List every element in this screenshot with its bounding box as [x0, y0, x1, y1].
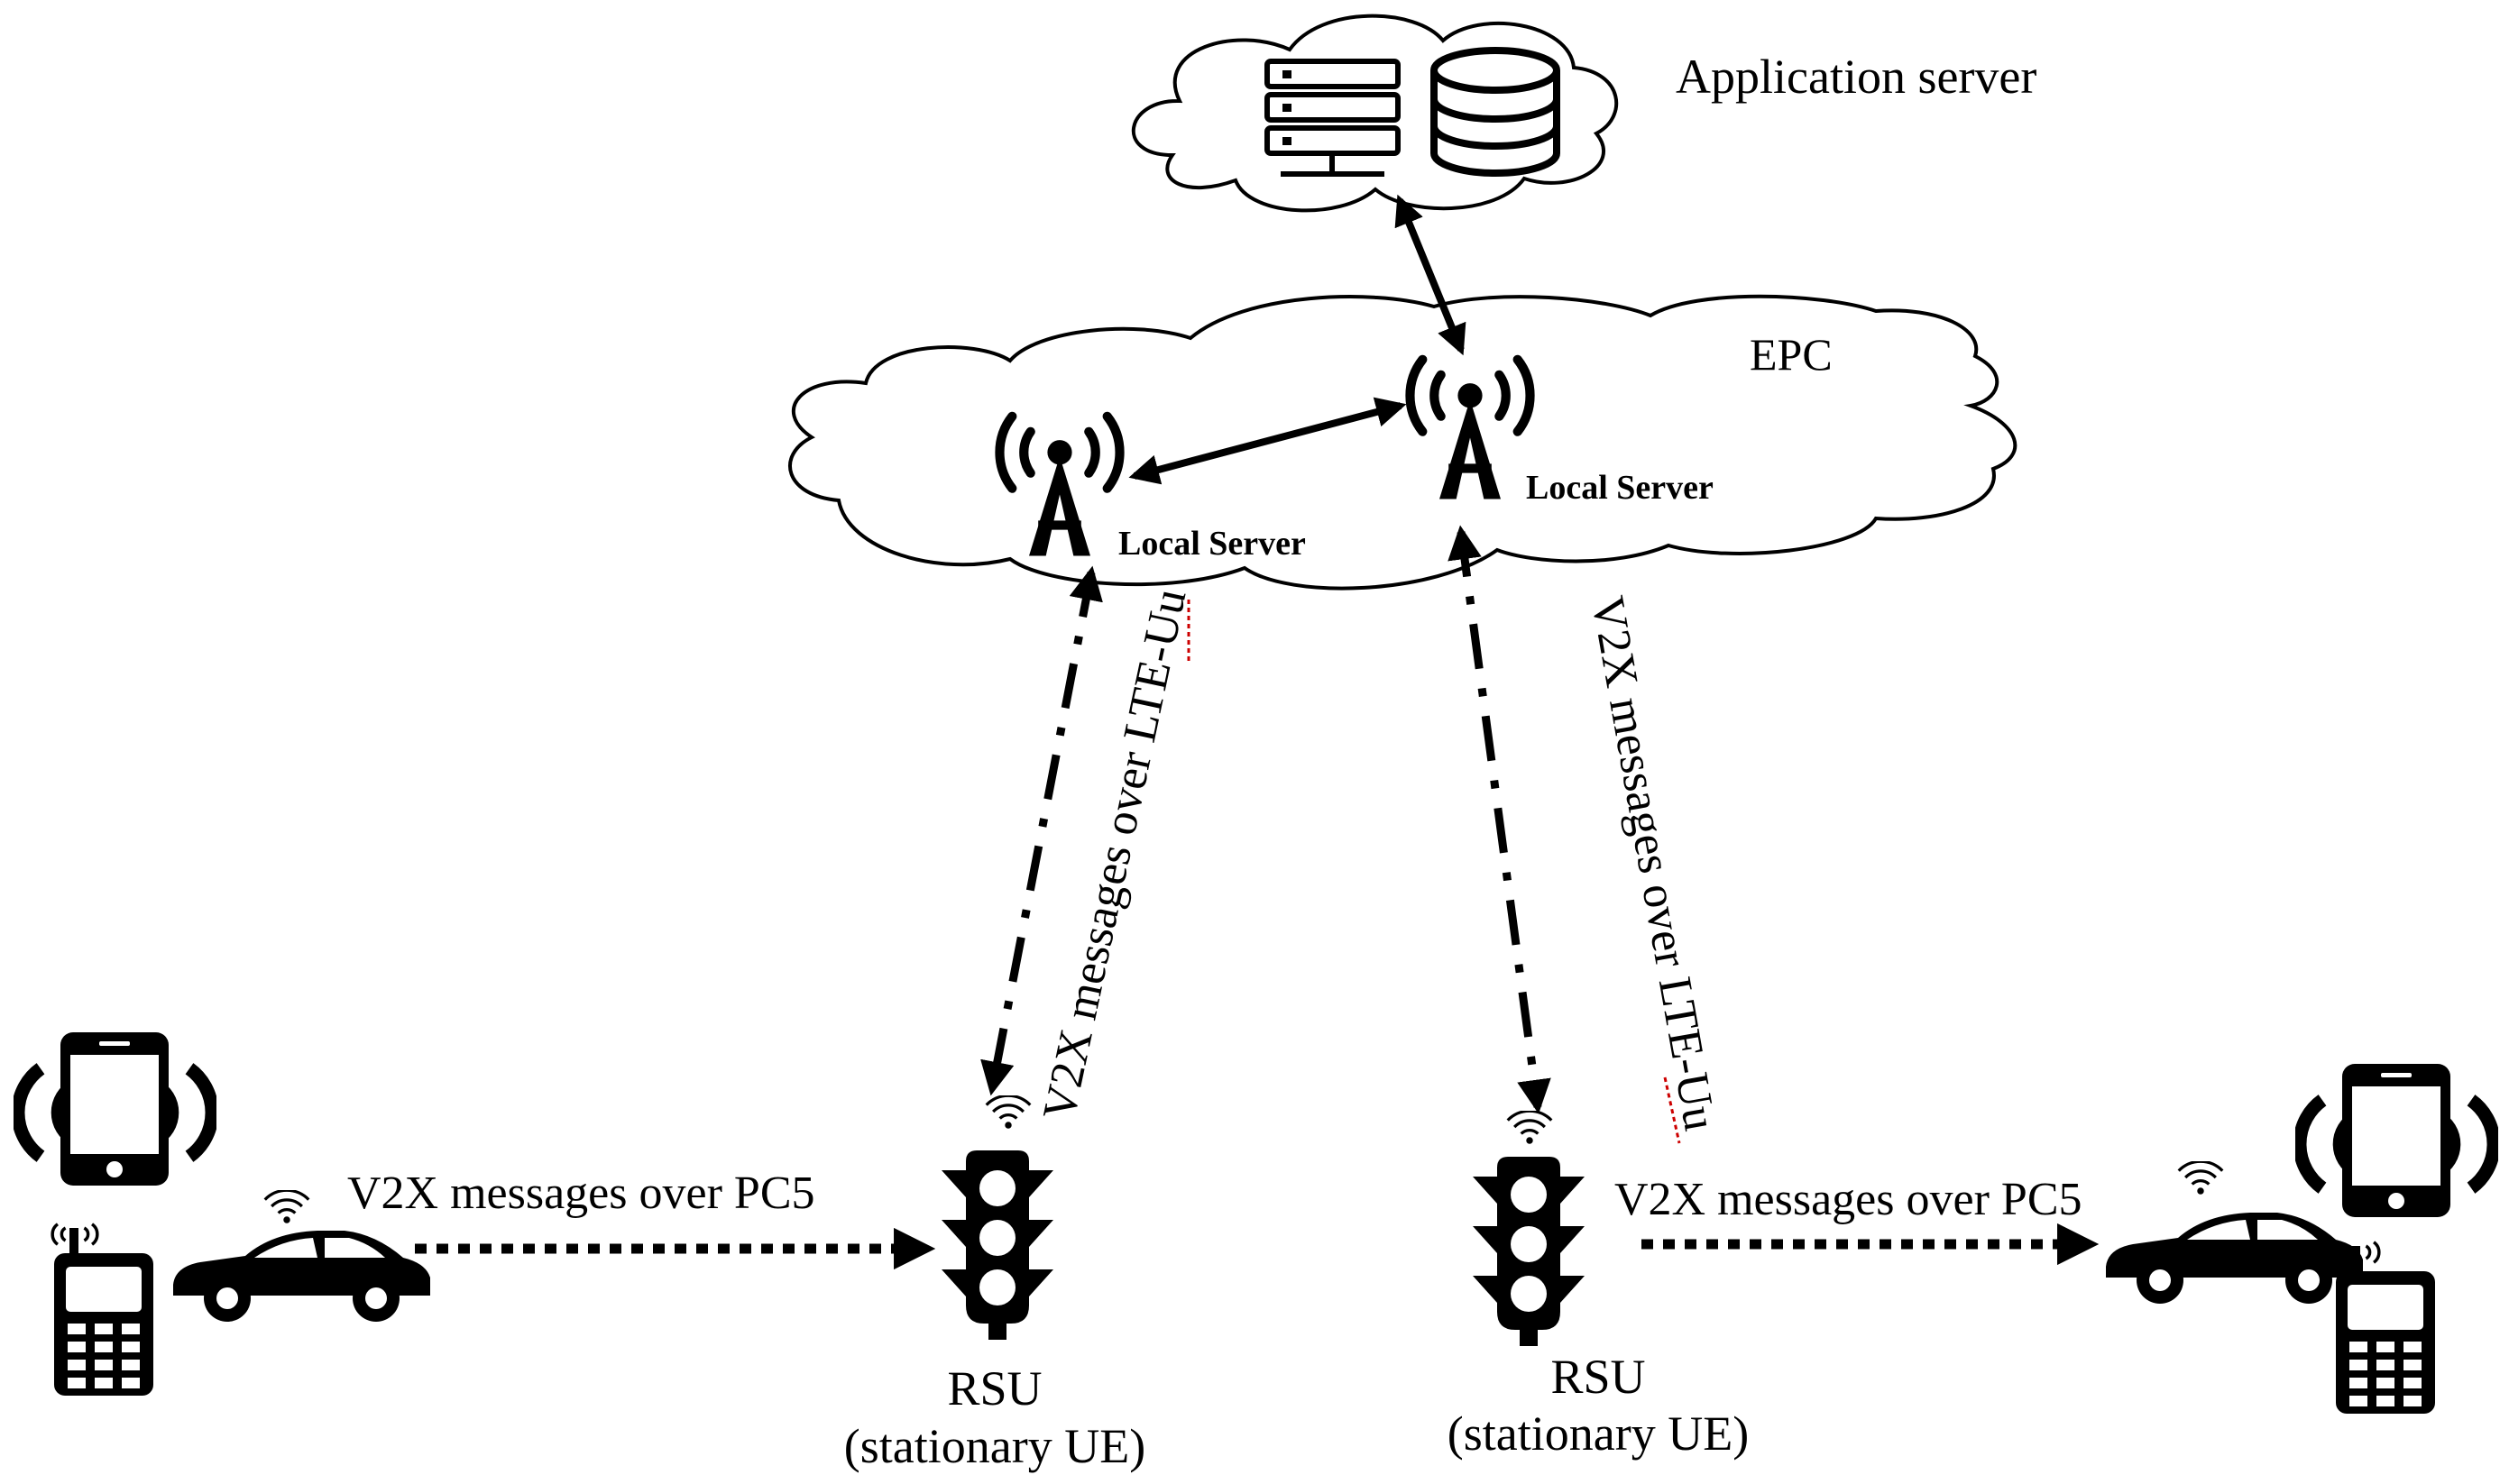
server-rack-icon: [1264, 59, 1401, 177]
pc5-left-label: V2X messages over PC5: [347, 1168, 815, 1219]
rsu-right-sub-label: (stationary UE): [1448, 1406, 1749, 1461]
local-server-link-arrow: [1128, 397, 1407, 485]
lte-uu-right-arrow: [1448, 525, 1551, 1114]
lte-uu-right-label: V2X messages over LTE-Uu: [1581, 592, 1725, 1134]
database-icon: [1430, 47, 1560, 177]
spellcheck-underline: [1663, 1076, 1681, 1144]
epc-label: EPC: [1750, 329, 1833, 380]
smartphone-icon: [60, 1032, 169, 1186]
local-server-right-label: Local Server: [1526, 469, 1714, 507]
wifi-signal-icon: [985, 1095, 1032, 1130]
wifi-signal-icon: [1506, 1111, 1553, 1145]
car-icon: [2106, 1213, 2363, 1304]
application-server-label: Application server: [1676, 50, 2036, 104]
car-icon: [173, 1231, 430, 1322]
traffic-light-icon: [1473, 1157, 1585, 1346]
lte-uu-left-label: V2X messages over LTE-Uu: [1034, 584, 1197, 1124]
pc5-right-label: V2X messages over PC5: [1614, 1174, 2082, 1225]
lte-uu-left-arrow: [980, 565, 1103, 1096]
rsu-left-label: RSU: [947, 1361, 1042, 1415]
rsu-left-sub-label: (stationary UE): [844, 1419, 1145, 1473]
local-server-left-label: Local Server: [1118, 525, 1306, 563]
traffic-light-icon: [942, 1150, 1053, 1340]
feature-phone-icon: [54, 1228, 153, 1396]
wifi-signal-icon: [2177, 1161, 2224, 1195]
wifi-signal-icon: [263, 1190, 310, 1224]
rsu-right-label: RSU: [1550, 1350, 1645, 1404]
app-to-epc-arrow: [1394, 194, 1466, 356]
smartphone-icon: [2342, 1064, 2450, 1217]
